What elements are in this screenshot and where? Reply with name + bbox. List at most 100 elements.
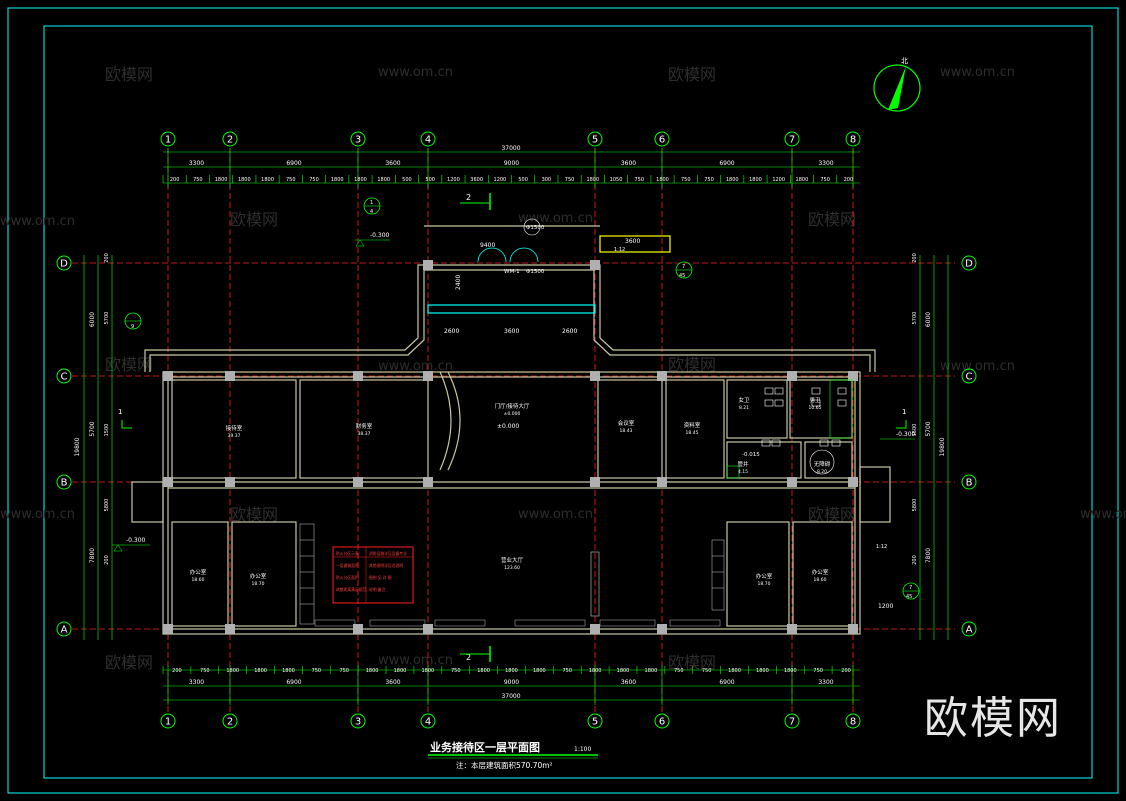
- room-area: 10.65: [809, 405, 822, 411]
- room-name: 办公室: [812, 568, 829, 576]
- ramp-right-len: 1200: [878, 603, 893, 610]
- dim-span-top: 3600: [385, 160, 400, 167]
- room-area: 8.21: [739, 405, 749, 411]
- axis-bubble-top: [350, 131, 366, 147]
- ramp-outline: [599, 235, 671, 253]
- axis-bubble-top: [654, 131, 670, 147]
- room-area: 123.60: [504, 565, 520, 571]
- door-dia-2: Φ1500: [526, 269, 545, 275]
- legend-line: 防火分区面积: [336, 575, 359, 580]
- dim-detail-top: 1800: [331, 177, 344, 183]
- dim-span-bottom: 6900: [719, 679, 734, 686]
- axis-bubble-left: [56, 368, 72, 384]
- legend-line: 图例 见 详 图: [369, 575, 392, 580]
- side-bay-left: [131, 481, 164, 523]
- ramp-len: 3600: [625, 238, 640, 245]
- dim-span-bottom: 3600: [385, 679, 400, 686]
- drawing-scale: 1:100: [574, 746, 591, 753]
- index-ref-2: 9: [131, 324, 134, 330]
- axis-bubble-bottom-label: 6: [659, 717, 665, 728]
- room-wall-office-3: [726, 521, 790, 627]
- axis-bubble-top: [222, 131, 238, 147]
- axis-bubble-bottom-label: 3: [355, 717, 361, 728]
- brand-watermark: 欧模网: [924, 693, 1062, 744]
- watermark-text: 欧模网: [105, 653, 153, 672]
- dim-detail-bottom: 750: [562, 668, 572, 674]
- watermark-text: 欧模网: [808, 505, 856, 524]
- column: [590, 371, 600, 381]
- index-ref-top: 1: [370, 200, 373, 206]
- watermark-text: www.om.cn: [940, 65, 1015, 80]
- dim-detail-bottom: 1800: [282, 668, 295, 674]
- section-side-right: 1: [902, 408, 906, 416]
- svg-text:3600: 3600: [504, 328, 519, 335]
- index-ref-1: 4: [370, 209, 373, 215]
- fire-zone-legend: 防火分区示意一层建筑面积防火分区面积疏散距离满足规范消防设施详见设备专业其他说明…: [332, 546, 414, 604]
- room-name: 接待室: [226, 424, 243, 432]
- axis-bubble-bottom: [587, 713, 603, 729]
- watermark-text: www.om.cn: [378, 65, 453, 80]
- axis-bubble-top: [845, 131, 861, 147]
- dim-vert-detail-right: 1500: [912, 424, 918, 437]
- dim-total-bottom: 37000: [501, 693, 520, 700]
- axis-bubble-top-label: 5: [592, 135, 598, 146]
- dim-vert-detail-right: 5700: [912, 312, 918, 325]
- dim-vert-span-left: 6000: [89, 312, 96, 327]
- dim-vert-span-right: 5700: [925, 421, 932, 436]
- legend-line: 说明 备注: [369, 587, 386, 592]
- stair-left: [299, 523, 315, 625]
- room-wall-shaft: [726, 441, 802, 479]
- axis-bubble-left-label: B: [61, 478, 68, 489]
- dim-detail-bottom: 1800: [505, 668, 518, 674]
- window: [369, 619, 426, 627]
- axis-bubble-top-label: 1: [165, 135, 171, 146]
- dim-detail-bottom: 750: [813, 668, 823, 674]
- dim-detail-bottom: 1800: [226, 668, 239, 674]
- dim-detail-bottom: 1800: [589, 668, 602, 674]
- column: [225, 371, 235, 381]
- column: [848, 477, 858, 487]
- legend-line: 防火分区示意: [336, 551, 359, 556]
- dim-total-top: 37000: [501, 145, 520, 152]
- inner-frame: [43, 25, 1093, 779]
- column: [163, 477, 173, 487]
- dim-detail-top: 1800: [238, 177, 251, 183]
- column: [423, 624, 433, 634]
- door-label: WM-1: [504, 269, 520, 275]
- elev-wet: -0.015: [742, 452, 760, 458]
- legend-line: 疏散距离满足规范: [336, 587, 367, 592]
- axis-bubble-right: [961, 474, 977, 490]
- axis-bubble-bottom: [420, 713, 436, 729]
- axis-bubble-left: [56, 255, 72, 271]
- dim-detail-bottom: 1800: [756, 668, 769, 674]
- dim-vert-detail-left: 1500: [104, 424, 110, 437]
- dim-detail-bottom: 1800: [645, 668, 658, 674]
- room-name: 会议室: [618, 419, 635, 427]
- dim-vert-detail-left: 5700: [104, 312, 110, 325]
- building-walls: [131, 225, 891, 635]
- dim-span-top: 3300: [818, 160, 833, 167]
- axis-bubble-right-label: A: [966, 625, 973, 636]
- dim-vert-detail-right: 5800: [912, 499, 918, 512]
- column: [225, 477, 235, 487]
- watermark-text: 欧模网: [105, 65, 153, 84]
- room-wall-accessible: [804, 441, 853, 479]
- column: [787, 624, 797, 634]
- axis-bubble-bottom: [654, 713, 670, 729]
- elev-hall: ±0.000: [497, 423, 519, 430]
- axis-bubble-bottom: [350, 713, 366, 729]
- axis-bubble-top-label: 7: [789, 135, 795, 146]
- dim-detail-bottom: 1800: [617, 668, 630, 674]
- dim-span-bottom: 6900: [286, 679, 301, 686]
- dim-span-top: 3300: [189, 160, 204, 167]
- room-name: 男卫: [809, 397, 821, 404]
- dim-detail-bottom: 1800: [394, 668, 407, 674]
- room-area: 18.70: [252, 581, 265, 587]
- axis-bubble-top-label: 3: [355, 135, 361, 146]
- dim-detail-top: 1200: [772, 177, 785, 183]
- dim-span-bottom: 3300: [189, 679, 204, 686]
- dim-detail-top: 1800: [749, 177, 762, 183]
- watermark-text: www.om.cn: [0, 507, 75, 522]
